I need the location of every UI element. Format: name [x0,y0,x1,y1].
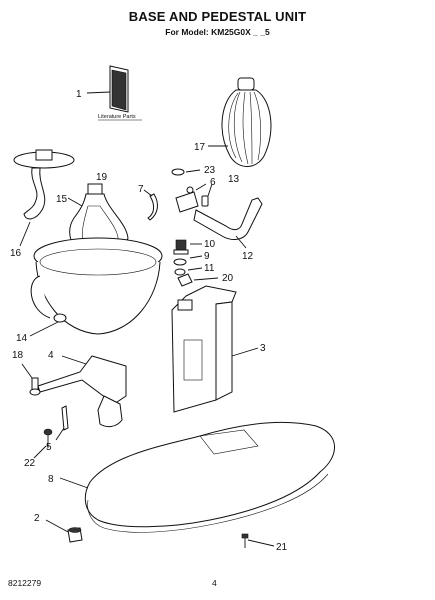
hinge-hardware [143,168,263,249]
model-subtitle: For Model: KM25G0X _ _5 [165,27,270,37]
callout-10: 10 [204,239,216,250]
callout-23: 23 [204,165,216,176]
wire-whip [208,77,272,167]
callout-20: 20 [222,273,234,284]
callout-19: 19 [96,172,108,183]
foot-2 [45,519,83,543]
bolt-18 [21,363,41,396]
callout-17: 17 [194,142,206,153]
screw-22 [33,428,53,459]
fastener-stack [173,239,219,287]
callout-4: 4 [48,350,54,361]
callout-11: 11 [204,263,215,274]
pin-5 [55,405,69,441]
document-number: 8212279 [8,578,42,588]
callout-8: 8 [48,474,54,485]
callout-2: 2 [34,513,40,524]
callout-21: 21 [276,542,288,553]
callout-18: 18 [12,350,24,361]
callout-1: 1 [76,89,82,100]
literature-caption: Literature Parts [98,114,136,120]
callout-14: 14 [16,333,28,344]
callout-5: 5 [46,442,52,453]
callout-22: 22 [24,458,36,469]
dough-hook [13,149,75,247]
callout-12: 12 [242,251,254,262]
pedestal-column [171,285,259,413]
mixing-bowl [29,237,163,337]
screw-21 [241,533,275,548]
callout-15: 15 [56,194,68,205]
literature-booklet [86,65,142,121]
mixer-base [59,421,335,533]
callout-3: 3 [260,343,266,354]
callout-16: 16 [10,248,22,259]
page-number: 4 [212,578,217,588]
callout-9: 9 [204,251,210,262]
callout-7: 7 [138,184,144,195]
page-title: BASE AND PEDESTAL UNIT [128,9,307,24]
bowl-support [37,355,127,428]
callout-6: 6 [210,177,216,188]
callout-13: 13 [228,174,240,185]
